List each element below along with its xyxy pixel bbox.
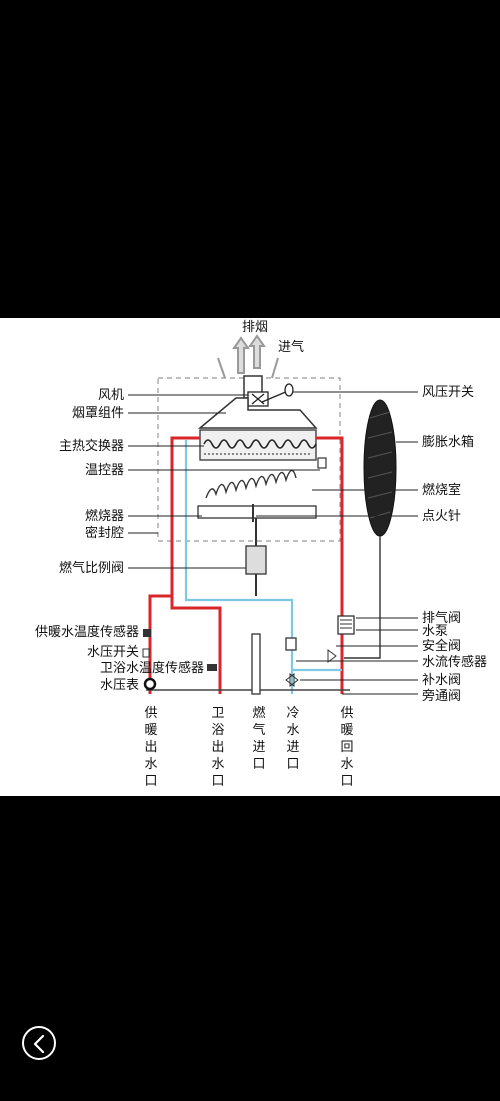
label-exhaust-valve: 排气阀 [422, 611, 462, 626]
pressure-switch [142, 648, 150, 658]
exhaust-arrows [217, 334, 279, 379]
flow-sensor [285, 637, 297, 651]
label-combustion-chamber: 燃烧室 [422, 483, 462, 498]
label-burner: 燃烧器 [84, 509, 124, 524]
label-fan: 风机 [97, 388, 124, 403]
port-heating-outlet: 供暖出水口 [144, 706, 158, 789]
port-gas-inlet: 燃气进口 [252, 706, 266, 772]
label-air-pressure-switch: 风压开关 [422, 385, 475, 400]
back-button[interactable] [22, 1026, 56, 1060]
label-bath-temp-sensor: 卫浴水温度传感器 [99, 661, 204, 676]
chevron-left-icon [33, 1035, 45, 1053]
label-thermostat: 温控器 [84, 463, 124, 478]
label-exhaust: 排烟 [242, 320, 269, 335]
label-pressure-switch: 水压开关 [86, 645, 139, 660]
safety-valve [327, 649, 337, 663]
label-expansion-tank: 膨胀水箱 [422, 435, 475, 450]
heating-temp-sensor [143, 629, 151, 637]
pressure-gauge [143, 677, 157, 691]
label-flow-sensor: 水流传感器 [422, 655, 488, 670]
label-bypass-valve: 旁通阀 [422, 689, 462, 704]
gas-inlet-pipe [251, 633, 261, 695]
label-safety-valve: 安全阀 [422, 639, 462, 654]
label-intake: 进气 [278, 340, 305, 355]
hot-pipes [148, 436, 344, 694]
port-bath-outlet: 卫浴出水口 [211, 706, 225, 789]
gas-valve [245, 545, 267, 575]
port-cold-water-inlet: 冷水进口 [286, 706, 300, 772]
flames [205, 469, 297, 499]
bath-temp-sensor [207, 664, 217, 671]
label-heat-exchanger: 主热交换器 [58, 439, 124, 454]
boiler-schematic [128, 334, 418, 695]
label-refill-valve: 补水阀 [422, 673, 462, 688]
label-sealed-chamber: 密封腔 [84, 526, 124, 541]
label-pump: 水泵 [422, 624, 449, 639]
label-ignition-pin: 点火针 [422, 509, 462, 524]
label-gas-valve: 燃气比例阀 [58, 561, 124, 576]
label-heating-temp-sensor: 供暖水温度传感器 [34, 625, 139, 640]
boiler-diagram: 排烟 进气 风机 烟罩组件 主热交换器 温控器 燃烧器 密封腔 燃气比例阀 供暖… [0, 318, 500, 796]
thermostat [317, 457, 327, 469]
port-heating-return: 供暖回水口 [340, 706, 354, 789]
hood-assembly [197, 397, 318, 429]
pump [337, 615, 355, 635]
leader-lines [128, 391, 418, 695]
fan [247, 383, 294, 407]
label-pressure-gauge: 水压表 [99, 678, 139, 693]
label-hood-assembly: 烟罩组件 [71, 406, 124, 421]
refill-valve [285, 673, 299, 687]
